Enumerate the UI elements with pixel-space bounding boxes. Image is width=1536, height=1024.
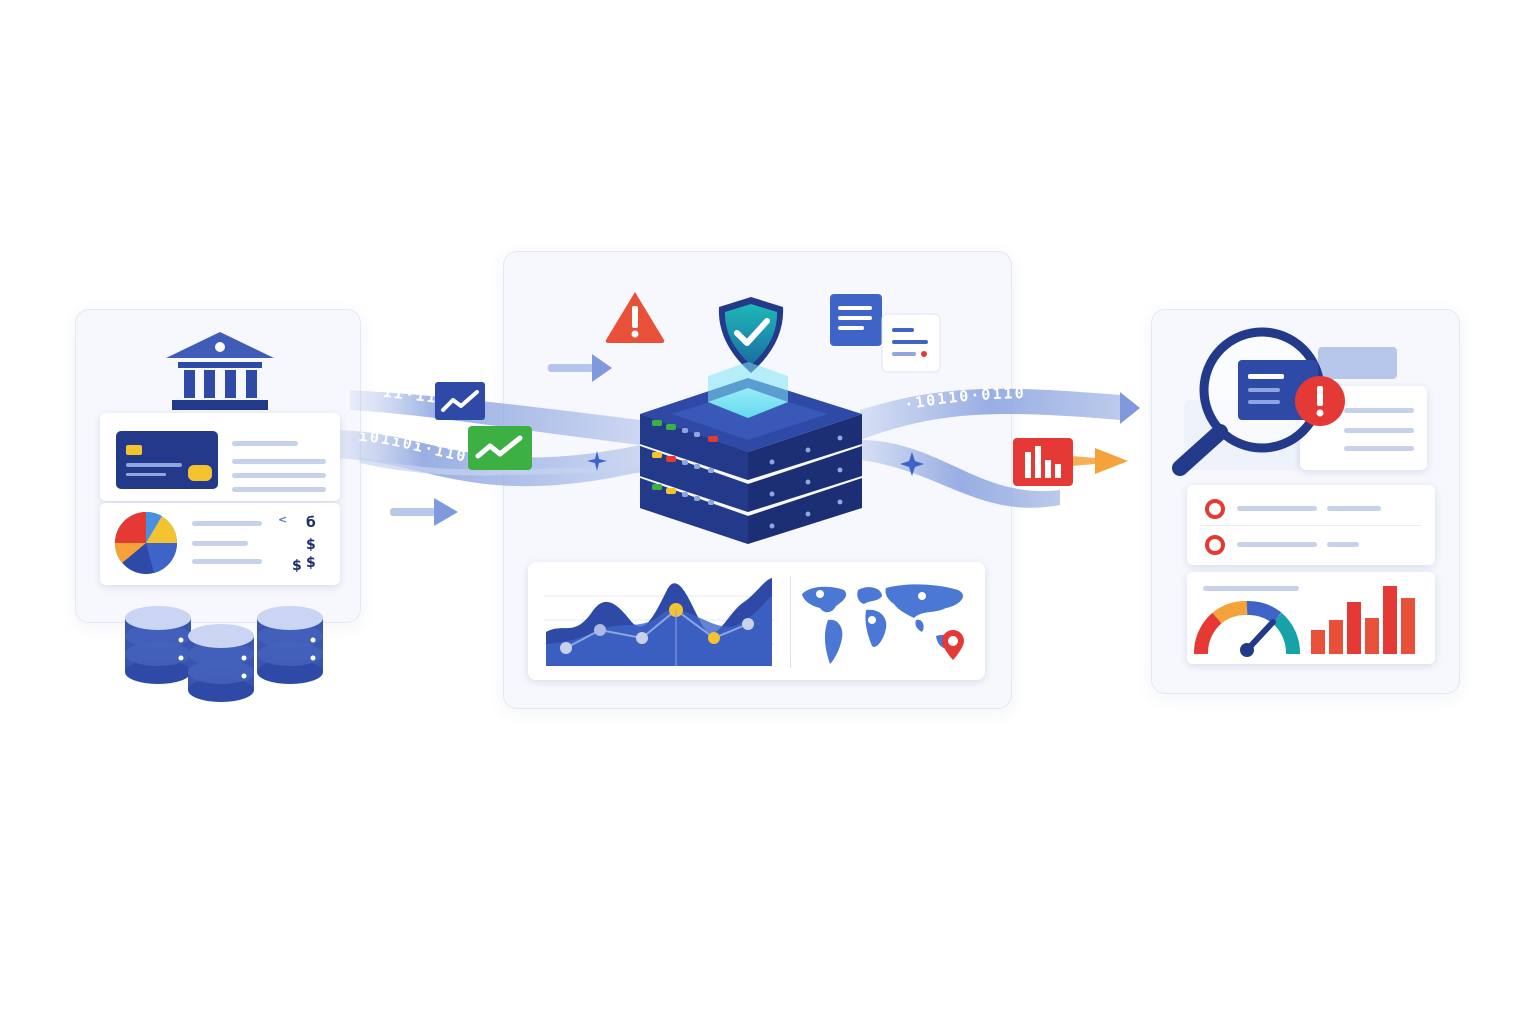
finance-glyph: $	[306, 537, 316, 553]
alert-item-icon	[1205, 535, 1225, 555]
gauge-icon	[1194, 601, 1300, 657]
finance-glyph: $	[306, 555, 316, 571]
trend-icon	[435, 382, 485, 420]
bar-chart-icon	[1013, 438, 1073, 486]
shield-check-icon	[718, 297, 784, 373]
trend-icon	[468, 426, 532, 470]
account-card	[100, 413, 340, 501]
database-icon	[125, 606, 323, 702]
sparkle-icon	[900, 452, 924, 476]
risk-summary-card	[1187, 572, 1435, 664]
finance-glyph: $	[292, 558, 302, 574]
risk-bar-chart-icon	[1311, 586, 1415, 654]
finance-glyph: б	[306, 515, 316, 531]
header-bar	[1318, 347, 1397, 379]
document-icon	[830, 294, 941, 373]
alert-item-icon	[1205, 499, 1225, 519]
arrow-out-icon	[1120, 392, 1140, 424]
portfolio-card: б $ $ $ <	[100, 503, 340, 585]
server-icon	[640, 362, 862, 544]
pie-chart-icon	[114, 511, 178, 574]
bank-icon	[166, 332, 274, 410]
ribbon-in-top	[350, 390, 640, 445]
alert-list-card	[1187, 485, 1435, 565]
ribbon-out-bottom	[860, 440, 1060, 508]
credit-card-icon	[116, 431, 218, 489]
analytics-card	[528, 562, 985, 680]
warning-icon	[605, 292, 665, 343]
arrow-in-icon	[390, 354, 612, 526]
sparkle-icon	[587, 451, 607, 471]
finance-glyph: <	[278, 513, 288, 526]
location-pin-icon	[942, 630, 964, 660]
ribbon-out-top	[860, 388, 1120, 440]
arrow-orange-head-icon	[1095, 448, 1128, 474]
area-chart-icon	[544, 578, 774, 666]
alert-icon	[1295, 376, 1345, 426]
